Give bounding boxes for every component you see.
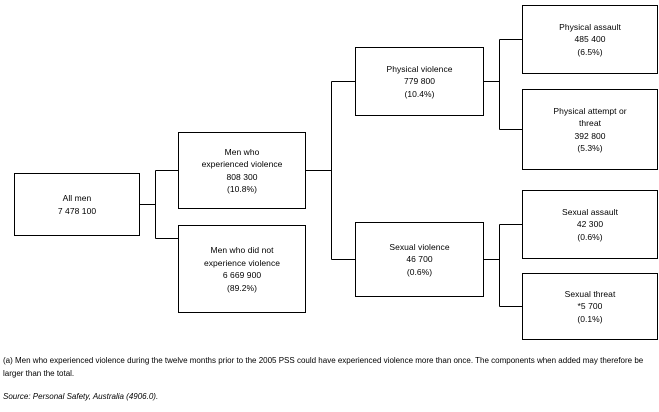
node-physical-attempt-or-threat[interactable]: Physical attempt or threat 392 800 (5.3%… — [522, 89, 658, 170]
node-men-not-experienced-violence[interactable]: Men who did not experience violence 6 66… — [178, 225, 306, 313]
node-experienced-value: 808 300 — [226, 171, 258, 182]
node-sexual-threat-percent: (0.1%) — [577, 313, 603, 324]
node-sexual-violence-label: Sexual violence — [389, 241, 450, 252]
footnote-a: (a) Men who experienced violence during … — [3, 356, 644, 378]
node-sexual-violence-percent: (0.6%) — [406, 266, 433, 277]
node-sexual-violence[interactable]: Sexual violence 46 700 (0.6%) — [355, 222, 484, 297]
node-sexual-threat-label: Sexual threat — [564, 288, 616, 299]
node-all-men-line1: All men — [62, 193, 92, 203]
node-sexual-assault-percent: (0.6%) — [577, 231, 603, 242]
node-experienced-percent: (10.8%) — [226, 184, 258, 194]
node-not-experienced-line2: experience violence — [203, 257, 281, 268]
node-physical-attempt-line2: threat — [578, 118, 602, 128]
node-men-experienced-violence[interactable]: Men who experienced violence 808 300 (10… — [178, 132, 306, 209]
node-sexual-assault-label: Sexual assault — [562, 206, 618, 217]
node-not-experienced-value: 6 669 900 — [222, 270, 262, 280]
node-physical-violence-percent: (10.4%) — [404, 88, 435, 99]
node-physical-assault[interactable]: Physical assault 485 400 (6.5%) — [522, 5, 658, 74]
node-physical-attempt-value: 392 800 — [574, 130, 606, 141]
node-all-men[interactable]: All men 7 478 100 — [14, 173, 140, 236]
source-line: Source: Personal Safety, Australia (4906… — [3, 392, 159, 401]
node-physical-violence-value: 779 800 — [403, 76, 436, 87]
node-sexual-threat-value: *5 700 — [577, 301, 603, 312]
node-not-experienced-line1: Men who did not — [210, 245, 274, 255]
diagram-notes: (a) Men who experienced violence during … — [3, 355, 655, 404]
node-not-experienced-percent: (89.2%) — [226, 282, 258, 293]
node-physical-attempt-percent: (5.3%) — [577, 143, 603, 153]
node-physical-assault-percent: (6.5%) — [577, 46, 603, 57]
node-sexual-threat[interactable]: Sexual threat *5 700 (0.1%) — [522, 273, 658, 340]
node-sexual-violence-value: 46 700 — [406, 254, 433, 265]
node-physical-violence-label: Physical violence — [386, 63, 453, 74]
node-physical-attempt-line1: Physical attempt or — [553, 105, 627, 116]
node-experienced-line1: Men who — [224, 146, 260, 157]
node-physical-assault-label: Physical assault — [559, 21, 621, 32]
node-sexual-assault-value: 42 300 — [576, 219, 604, 230]
node-all-men-line2: 7 478 100 — [57, 205, 97, 216]
node-sexual-assault[interactable]: Sexual assault 42 300 (0.6%) — [522, 190, 658, 259]
node-experienced-line2: experienced violence — [201, 159, 283, 169]
node-physical-violence[interactable]: Physical violence 779 800 (10.4%) — [355, 47, 484, 116]
node-physical-assault-value: 485 400 — [574, 34, 606, 45]
